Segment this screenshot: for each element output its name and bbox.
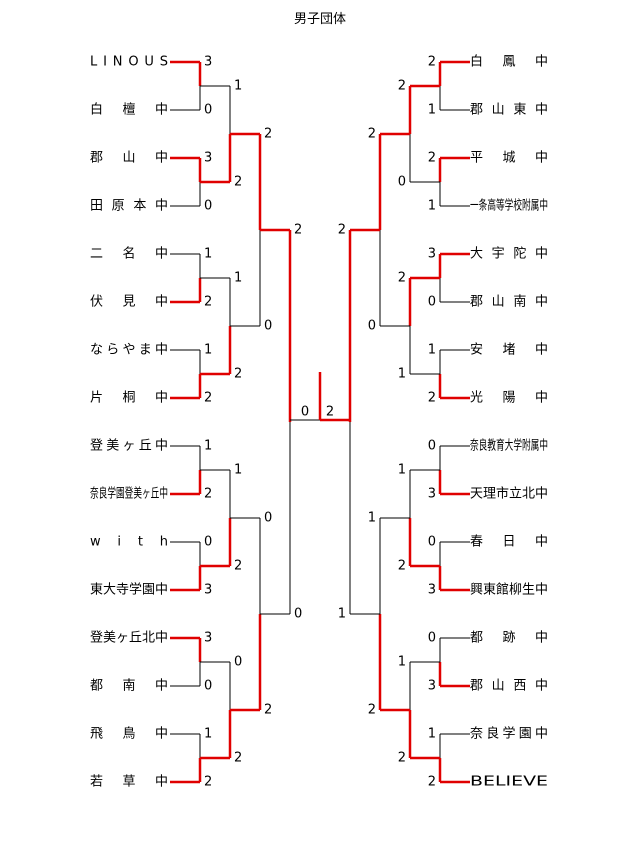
score-label: 2	[428, 55, 436, 70]
score-label: 0	[428, 295, 436, 310]
score-label: 0	[234, 655, 242, 670]
score-label: 0	[264, 319, 272, 334]
team-name: 郡 山 中	[90, 151, 168, 166]
score-label: 2	[294, 223, 302, 238]
score-label: 0	[204, 103, 212, 118]
page-title: 男子団体	[293, 12, 346, 27]
team-name: 奈良学園中	[470, 726, 548, 742]
score-label: 1	[204, 343, 212, 358]
score-label: 2	[398, 559, 406, 574]
final-score-left: 0	[301, 405, 309, 420]
score-label: 1	[338, 607, 346, 622]
score-label: 0	[428, 439, 436, 454]
score-label: 2	[398, 271, 406, 286]
score-label: 0	[368, 319, 376, 334]
score-label: 2	[234, 751, 242, 766]
team-name: 郡山南中	[470, 294, 548, 310]
team-name: 都 南 中	[90, 678, 168, 694]
score-label: 2	[204, 487, 212, 502]
score-label: 3	[204, 55, 212, 70]
score-label: 3	[204, 151, 212, 166]
score-label: 3	[204, 631, 212, 646]
team-name: 田原本中	[90, 199, 168, 214]
score-label: 1	[204, 247, 212, 262]
score-label: 1	[428, 199, 436, 214]
team-name: 登美ヶ丘北中	[90, 631, 168, 646]
score-label: 0	[204, 535, 212, 550]
score-label: 1	[234, 79, 242, 94]
team-name: 片 桐 中	[90, 391, 168, 406]
score-label: 1	[234, 463, 242, 478]
score-label: 2	[234, 367, 242, 382]
score-label: 0	[428, 535, 436, 550]
team-name: 郡山東中	[470, 102, 548, 118]
team-name: LINOUS	[90, 55, 168, 70]
score-label: 1	[398, 367, 406, 382]
team-name: 登美ヶ丘中	[90, 439, 168, 454]
score-label: 0	[204, 199, 212, 214]
team-name: 安 堵 中	[470, 343, 548, 358]
score-label: 1	[204, 439, 212, 454]
score-label: 0	[264, 511, 272, 526]
score-label: 2	[338, 223, 346, 238]
team-name: 白 鳳 中	[470, 54, 548, 70]
score-label: 2	[204, 295, 212, 310]
score-label: 2	[264, 127, 272, 142]
score-label: 1	[428, 727, 436, 742]
score-label: 0	[428, 631, 436, 646]
team-name: 郡山西中	[470, 679, 548, 694]
team-name: 伏 見 中	[90, 295, 168, 310]
score-label: 1	[234, 271, 242, 286]
team-name: BELIEVE	[470, 775, 548, 790]
team-name: 光 陽 中	[470, 391, 548, 406]
score-label: 3	[204, 583, 212, 598]
score-label: 2	[428, 391, 436, 406]
score-label: 0	[294, 607, 302, 622]
score-label: 2	[368, 703, 376, 718]
score-label: 1	[428, 103, 436, 118]
team-name: 若 草 中	[90, 774, 168, 790]
score-label: 3	[428, 487, 436, 502]
score-label: 2	[398, 79, 406, 94]
score-label: 2	[368, 127, 376, 142]
team-name: 都 跡 中	[470, 630, 548, 646]
score-label: 2	[234, 175, 242, 190]
score-label: 1	[204, 727, 212, 742]
team-name: 平 城 中	[470, 151, 548, 166]
score-label: 2	[398, 751, 406, 766]
team-name: 二 名 中	[90, 246, 168, 262]
team-name: 天理市立北中	[470, 486, 548, 502]
team-name: 興東館柳生中	[470, 582, 548, 598]
score-label: 2	[234, 559, 242, 574]
team-name: 大宇陀中	[470, 246, 548, 262]
score-label: 0	[204, 679, 212, 694]
team-name: 飛 鳥 中	[90, 727, 168, 742]
score-label: 3	[428, 247, 436, 262]
score-label: 1	[398, 655, 406, 670]
team-name: 奈良教育大学附属中	[470, 438, 548, 454]
team-name: 一条高等学校附属中	[470, 198, 548, 214]
team-name: 奈良学園登美ヶ丘中	[90, 486, 168, 502]
score-label: 2	[204, 775, 212, 790]
score-label: 3	[428, 583, 436, 598]
score-label: 0	[398, 175, 406, 190]
score-label: 2	[264, 703, 272, 718]
team-name: ならやま中	[90, 343, 168, 358]
team-name: 白 檀 中	[90, 102, 168, 118]
score-label: 1	[428, 343, 436, 358]
score-label: 1	[368, 511, 376, 526]
score-label: 3	[428, 679, 436, 694]
score-label: 1	[398, 463, 406, 478]
score-label: 2	[428, 151, 436, 166]
team-name: 東大寺学園中	[90, 582, 168, 598]
score-label: 2	[428, 775, 436, 790]
team-name: w i t h	[90, 535, 168, 550]
final-score-right: 2	[326, 405, 334, 420]
score-label: 2	[204, 391, 212, 406]
team-name: 春 日 中	[470, 535, 548, 550]
